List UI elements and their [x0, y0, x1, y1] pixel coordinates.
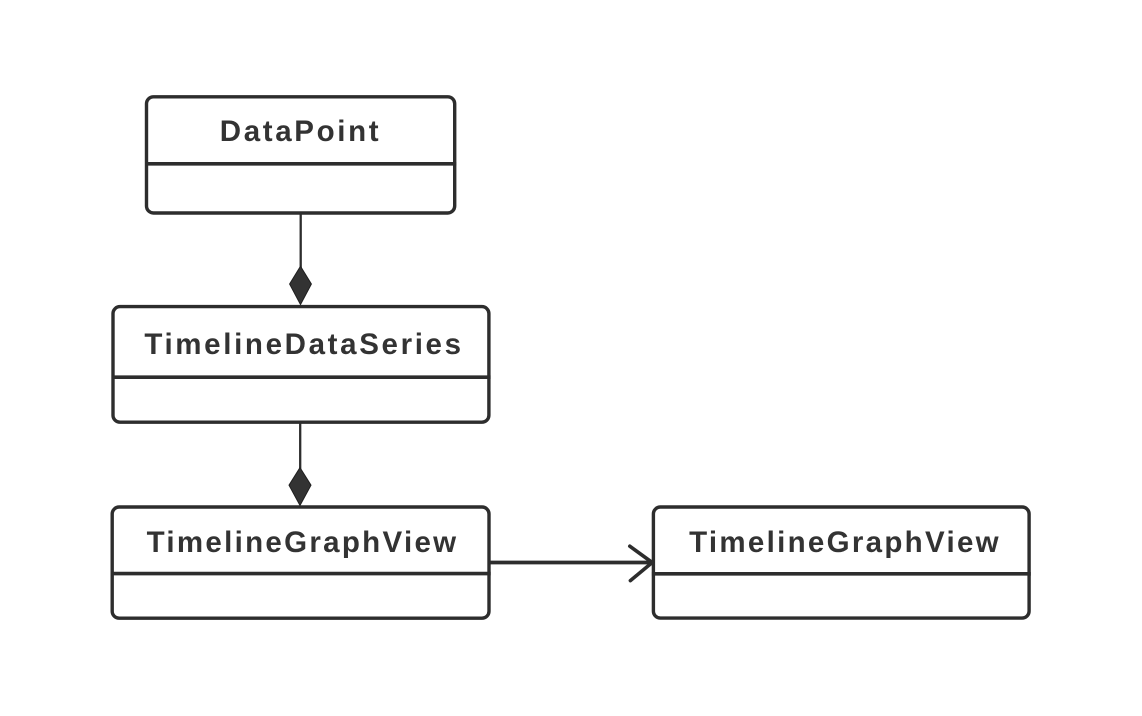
- svg-text:TimelineGraphView: TimelineGraphView: [147, 526, 459, 559]
- svg-text:TimelineDataSeries: TimelineDataSeries: [144, 328, 463, 361]
- svg-text:TimelineGraphView: TimelineGraphView: [689, 526, 1001, 559]
- svg-text:DataPoint: DataPoint: [220, 115, 382, 148]
